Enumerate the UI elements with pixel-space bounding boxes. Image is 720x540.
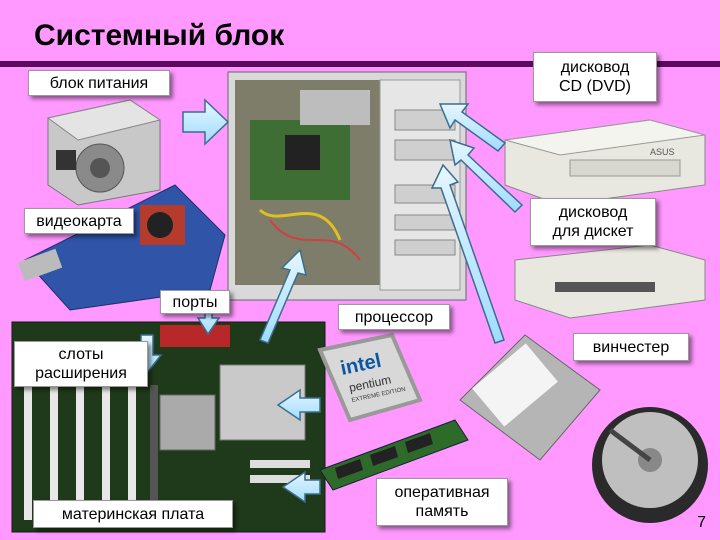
callout-expansion-slots: слоты расширения [14, 341, 148, 387]
page-title: Системный блок [34, 19, 285, 52]
callout-video-card: видеокарта [24, 208, 134, 234]
ram-image [319, 419, 469, 491]
callout-ports: порты [160, 290, 230, 314]
system-unit-image [227, 71, 467, 301]
processor-image: intel pentium EXTREME EDITION [317, 332, 423, 423]
callout-cd-drive: дисковод CD (DVD) [533, 52, 657, 102]
title-divider [0, 61, 720, 67]
page-number: 7 [697, 514, 706, 531]
callout-ram: оперативная память [376, 478, 508, 526]
callout-power-supply: блок питания [28, 70, 170, 96]
callout-motherboard: материнская плата [33, 500, 233, 528]
motherboard-image [11, 321, 326, 533]
hard-disk-image [459, 334, 708, 523]
cd-drive-image: ASUS [504, 119, 706, 206]
callout-floppy-drive: дисковод для дискет [530, 198, 656, 246]
callout-processor: процессор [338, 304, 450, 330]
power-supply-image [46, 99, 162, 206]
floppy-drive-image [514, 244, 706, 319]
callout-hard-disk: винчестер [573, 333, 689, 361]
cd-brand-text: ASUS [650, 147, 675, 157]
video-card-image [17, 184, 226, 311]
